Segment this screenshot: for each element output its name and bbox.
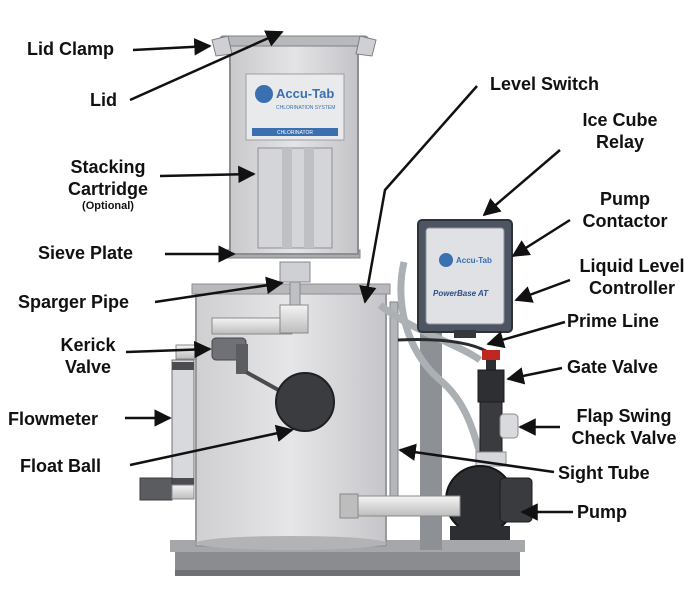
- label-ice-cube-relay: Ice Cube Relay: [560, 109, 680, 153]
- flowmeter: [139, 344, 197, 501]
- sight-tube: [389, 301, 399, 503]
- suction-pipe: [339, 493, 461, 519]
- label-pump-contactor: Pump Contactor: [565, 188, 685, 232]
- label-gate-valve: Gate Valve: [567, 357, 659, 377]
- arrow-ice-cube-relay: [482, 149, 561, 217]
- label-liquid-level-controller: Liquid Level Controller: [566, 255, 698, 299]
- svg-text:CHLORINATION SYSTEM: CHLORINATION SYSTEM: [276, 105, 335, 111]
- label-sparger-pipe: Sparger Pipe: [18, 292, 130, 312]
- label-level-switch: Level Switch: [490, 74, 600, 94]
- kerick-valve: [211, 337, 248, 374]
- float-ball: [245, 370, 335, 432]
- label-flowmeter: Flowmeter: [8, 409, 99, 429]
- stand-post: [420, 330, 442, 550]
- svg-text:PowerBase AT: PowerBase AT: [433, 289, 489, 298]
- arrow-stacking-cartridge: [159, 165, 256, 184]
- label-kerick-line1: Kerick: [60, 335, 116, 355]
- gate-valve: [477, 350, 505, 403]
- label-optional: (Optional): [82, 200, 134, 212]
- label-float-ball: Float Ball: [20, 456, 102, 476]
- label-ice-cube-line1: Ice Cube: [582, 110, 658, 130]
- arrow-gate-valve: [506, 366, 563, 385]
- arrow-sparger-pipe: [154, 276, 284, 304]
- arrow-lid: [129, 30, 284, 102]
- svg-text:Accu-Tab: Accu-Tab: [456, 256, 492, 265]
- label-stacking-cartridge: Stacking Cartridge (Optional): [48, 156, 168, 213]
- label-prime-line: Prime Line: [567, 311, 660, 331]
- label-liquid-level-line2: Controller: [588, 278, 675, 298]
- arrow-pump-contactor: [511, 218, 571, 258]
- control-box: Accu-Tab PowerBase AT: [417, 219, 513, 338]
- arrow-sight-tube: [398, 443, 555, 474]
- label-kerick-line2: Valve: [64, 357, 112, 377]
- arrow-float-ball: [129, 424, 294, 467]
- arrow-liquid-level-controller: [514, 278, 571, 303]
- flap-swing-check-valve: [475, 401, 519, 467]
- label-ice-cube-line2: Relay: [595, 132, 645, 152]
- label-sieve-plate: Sieve Plate: [38, 243, 134, 263]
- leader-arrows: [125, 30, 573, 521]
- label-flap-swing-check-valve: Flap Swing Check Valve: [558, 405, 690, 449]
- label-flap-swing-line2: Check Valve: [571, 428, 677, 448]
- svg-text:Accu-Tab: Accu-Tab: [276, 86, 334, 101]
- label-sight-tube: Sight Tube: [558, 463, 650, 483]
- prime-line: [397, 338, 489, 354]
- label-stacking-line2: Cartridge: [67, 179, 148, 199]
- svg-text:CHLORINATOR: CHLORINATOR: [277, 130, 313, 136]
- label-pump: Pump: [577, 502, 628, 522]
- label-lid: Lid: [90, 90, 117, 110]
- arrow-lid-clamp: [132, 38, 212, 56]
- label-pump-contactor-line1: Pump: [599, 189, 650, 209]
- arrow-kerick-valve: [125, 340, 212, 359]
- stacking-cartridge: [257, 147, 333, 249]
- label-liquid-level-line1: Liquid Level: [579, 256, 685, 276]
- internal-piping: [211, 304, 309, 335]
- label-stacking-line1: Stacking: [70, 157, 146, 177]
- label-kerick-valve: Kerick Valve: [48, 334, 128, 378]
- arrow-level-switch: [359, 85, 478, 304]
- accu-tab-logo: Accu-Tab CHLORINATION SYSTEM CHLORINATOR: [245, 73, 345, 141]
- label-flap-swing-line1: Flap Swing: [576, 406, 672, 426]
- label-lid-clamp: Lid Clamp: [27, 39, 115, 59]
- flexible-hoses: [377, 261, 489, 472]
- label-pump-contactor-line2: Contactor: [582, 211, 668, 231]
- arrow-prime-line: [486, 320, 566, 349]
